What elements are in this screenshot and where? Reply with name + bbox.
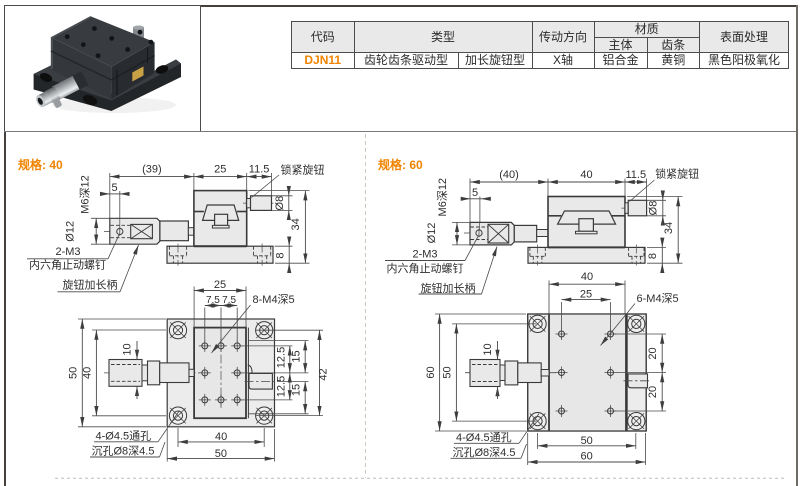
svg-text:15: 15 <box>291 384 303 396</box>
svg-text:25: 25 <box>214 279 226 291</box>
svg-text:20: 20 <box>647 347 659 359</box>
svg-text:4-Ø4.5通孔: 4-Ø4.5通孔 <box>96 430 152 443</box>
svg-text:7.5: 7.5 <box>206 295 220 306</box>
svg-text:沉孔Ø8深4.5: 沉孔Ø8深4.5 <box>453 446 516 459</box>
svg-text:25: 25 <box>580 288 592 300</box>
svg-text:M6深12: M6深12 <box>436 178 449 217</box>
svg-text:12.5: 12.5 <box>275 376 287 397</box>
svg-text:7.5: 7.5 <box>222 295 236 306</box>
svg-text:8: 8 <box>275 252 287 258</box>
svg-text:42: 42 <box>318 368 330 380</box>
svg-text:15: 15 <box>291 350 303 362</box>
svg-text:34: 34 <box>290 218 302 230</box>
svg-text:11.5: 11.5 <box>626 169 647 181</box>
svg-text:内六角止动螺钉: 内六角止动螺钉 <box>387 261 464 275</box>
svg-text:60: 60 <box>425 366 437 378</box>
svg-text:50: 50 <box>581 435 593 447</box>
svg-text:50: 50 <box>68 367 80 379</box>
svg-text:2-M3: 2-M3 <box>55 246 80 258</box>
svg-text:2-M3: 2-M3 <box>412 249 437 261</box>
svg-text:20: 20 <box>647 386 659 398</box>
svg-text:Ø12: Ø12 <box>65 221 77 242</box>
svg-text:6-M4深5: 6-M4深5 <box>637 292 679 305</box>
svg-text:60: 60 <box>580 451 592 463</box>
svg-text:10: 10 <box>482 343 494 355</box>
svg-text:8: 8 <box>647 253 659 259</box>
svg-text:40: 40 <box>581 271 593 283</box>
svg-text:M6深12: M6深12 <box>79 175 92 214</box>
svg-text:34: 34 <box>663 222 675 234</box>
svg-text:旋钮加长柄: 旋钮加长柄 <box>421 281 476 295</box>
svg-text:锁紧旋钮: 锁紧旋钮 <box>655 167 699 181</box>
svg-text:(39): (39) <box>142 164 162 176</box>
svg-text:Ø8: Ø8 <box>274 196 286 211</box>
svg-text:5: 5 <box>472 187 478 199</box>
svg-text:11.5: 11.5 <box>249 164 270 176</box>
svg-text:8-M4深5: 8-M4深5 <box>253 293 295 306</box>
svg-text:10: 10 <box>122 343 134 355</box>
svg-text:Ø12: Ø12 <box>426 223 438 244</box>
svg-text:40: 40 <box>215 431 227 443</box>
svg-text:(40): (40) <box>499 169 519 181</box>
svg-text:Ø8: Ø8 <box>647 201 659 216</box>
svg-text:40: 40 <box>580 169 592 181</box>
svg-text:12.5: 12.5 <box>275 347 287 368</box>
svg-text:25: 25 <box>214 164 226 176</box>
svg-text:沉孔Ø8深4.5: 沉孔Ø8深4.5 <box>92 445 155 458</box>
svg-text:4-Ø4.5通孔: 4-Ø4.5通孔 <box>456 431 512 444</box>
svg-text:锁紧旋钮: 锁紧旋钮 <box>281 163 325 177</box>
svg-text:50: 50 <box>215 448 227 460</box>
svg-text:旋钮加长柄: 旋钮加长柄 <box>63 278 118 292</box>
svg-text:50: 50 <box>442 366 454 378</box>
svg-text:内六角止动螺钉: 内六角止动螺钉 <box>29 258 106 272</box>
svg-text:5: 5 <box>111 182 117 194</box>
svg-text:40: 40 <box>82 367 94 379</box>
